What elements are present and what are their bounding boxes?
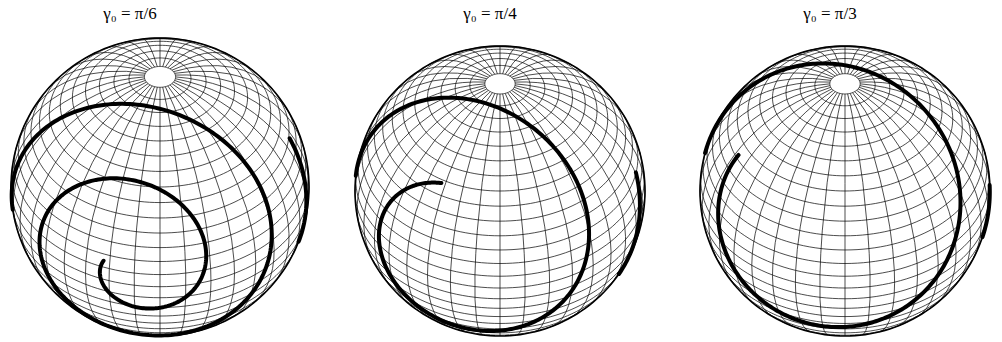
- trajectory-curve: [705, 63, 990, 327]
- sphere-outline: [11, 38, 309, 336]
- parameter-label: γ₀ = π/3: [803, 4, 856, 24]
- sphere-outline: [700, 46, 990, 336]
- grid-lines: [11, 38, 309, 336]
- grid-lines: [355, 46, 645, 336]
- sphere: [355, 46, 645, 336]
- sphere-outline: [355, 46, 645, 336]
- parameter-label: γ₀ = π/6: [103, 4, 156, 24]
- sphere: [11, 38, 309, 336]
- grid-lines: [700, 46, 990, 336]
- parameter-label: γ₀ = π/4: [463, 4, 516, 24]
- sphere: [700, 46, 990, 336]
- trajectory-curve: [12, 104, 307, 336]
- trajectory-curve: [356, 98, 640, 331]
